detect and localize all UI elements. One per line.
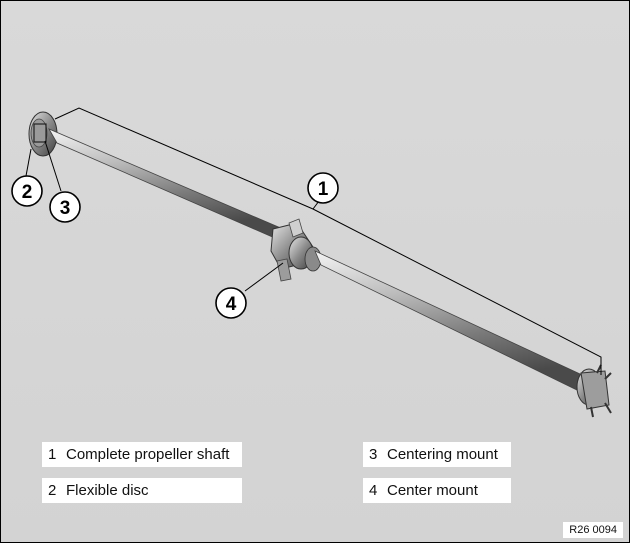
legend-number: 2: [48, 482, 57, 499]
center-mount: [270, 218, 322, 282]
legend-label: Center mount: [387, 482, 478, 499]
legend-number: 4: [369, 482, 378, 499]
rear-tube: [314, 250, 592, 394]
legend-label: Flexible disc: [66, 482, 149, 499]
reference-code: R26 0094: [563, 522, 623, 538]
legend-item-4: 4 Center mount: [363, 478, 511, 503]
legend-number: 3: [369, 446, 378, 463]
front-flange: [28, 111, 58, 157]
svg-text:2: 2: [22, 182, 33, 203]
callout-4: 4: [215, 287, 247, 319]
svg-text:4: 4: [226, 294, 237, 315]
legend-label: Complete propeller shaft: [66, 446, 230, 463]
legend-label: Centering mount: [387, 446, 498, 463]
callout-3-leader: [44, 140, 62, 192]
svg-text:1: 1: [318, 179, 329, 200]
callout-1: 1: [307, 172, 339, 204]
callout-1-bracket: [54, 107, 602, 375]
callout-3: 3: [49, 191, 81, 223]
legend-item-2: 2 Flexible disc: [42, 478, 242, 503]
callout-2-leader: [25, 148, 32, 177]
svg-text:3: 3: [60, 198, 71, 219]
callout-4-leader: [244, 262, 284, 292]
callout-2: 2: [11, 175, 43, 207]
legend-number: 1: [48, 446, 57, 463]
legend-item-1: 1 Complete propeller shaft: [42, 442, 242, 467]
rear-flange: [576, 364, 612, 418]
legend-item-3: 3 Centering mount: [363, 442, 511, 467]
